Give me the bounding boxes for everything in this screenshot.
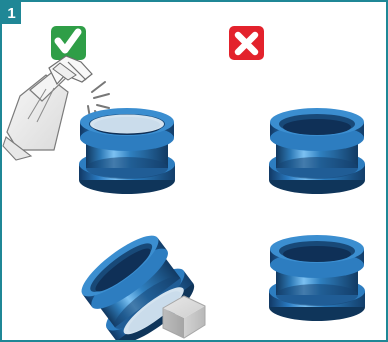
tilted-coated-cylinder-icon (73, 225, 202, 340)
coated-cylinder-icon (79, 108, 175, 194)
instruction-illustration (2, 26, 365, 340)
cross-icon (229, 26, 264, 60)
check-icon (51, 26, 86, 60)
step-number: 1 (7, 4, 16, 22)
upright-cylinder-icon (269, 235, 365, 321)
uncoated-cylinder-icon (269, 108, 365, 194)
step-number-badge: 1 (2, 2, 21, 24)
weight-cube-icon (162, 295, 206, 339)
